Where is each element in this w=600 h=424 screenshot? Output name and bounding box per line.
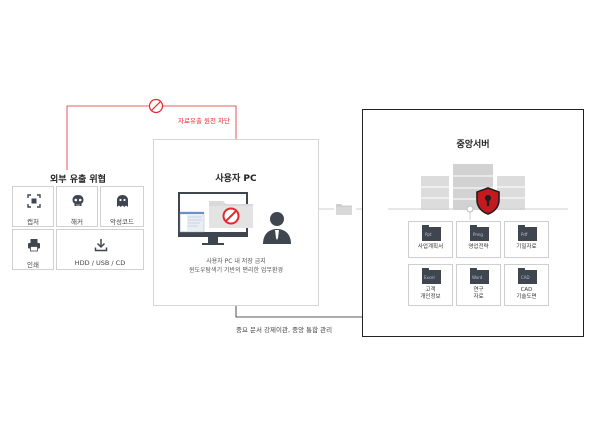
capture-icon: [27, 194, 41, 208]
doc-tag: Pdf: [521, 232, 528, 237]
blocked-label: 자료유출 원천 차단: [178, 117, 230, 125]
central-transfer-note: 중요 문서 강제이관, 중앙 통합 관리: [236, 326, 333, 334]
threat-label: 인쇄: [27, 261, 39, 269]
folder-icon: [470, 225, 489, 241]
threat-storage: HDD / USB / CD: [56, 229, 144, 270]
doc-tag: Ppt: [425, 232, 432, 237]
folder-icon: [422, 225, 441, 241]
server-rack-icon: [421, 164, 525, 210]
user-avatar-icon: [263, 212, 291, 244]
doc-label: 기밀자료: [516, 244, 537, 250]
folder-icon: [518, 268, 537, 284]
download-icon: [94, 239, 108, 252]
threat-malware: 악성코드: [100, 186, 144, 227]
doc-label: 연구: [473, 287, 484, 293]
doc-label-line2: 개인정보: [420, 294, 441, 300]
threat-label: 해커: [71, 218, 83, 226]
doc-label: 사업계획서: [417, 244, 444, 250]
doc-tag: Word: [472, 275, 483, 280]
doc-tag: Excel: [424, 275, 435, 280]
doc-research: Word 연구 자료: [456, 264, 501, 306]
threat-capture: 캡처: [12, 186, 54, 227]
threat-print: 인쇄: [12, 229, 54, 270]
doc-sales-strategy: Pnng 영업전략: [456, 221, 501, 258]
printer-icon: [28, 239, 40, 252]
doc-cad: CAD CAD 기술도면: [504, 264, 549, 306]
doc-label-line2: 기술도면: [516, 294, 537, 300]
user-pc-desc-line2: 윈도우탐색기 기반의 편리한 업무환경: [188, 267, 284, 274]
prohibited-icon: [148, 98, 164, 114]
folder-icon: [422, 268, 441, 284]
doc-label-line2: 자료: [473, 294, 484, 300]
folder-blocked-icon: [209, 201, 253, 228]
doc-label: 영업전략: [468, 244, 489, 250]
folder-icon: [518, 225, 537, 241]
user-pc-title: 사용자 PC: [215, 174, 257, 184]
skull-icon: [72, 195, 84, 206]
doc-business-plan: Ppt 사업계획서: [408, 221, 453, 258]
user-pc-desc-line1: 사용자 PC 내 저장 금지: [206, 258, 266, 265]
doc-tag: Pnng: [473, 232, 483, 237]
threat-label: HDD / USB / CD: [74, 259, 126, 267]
transfer-folder-icon: [336, 204, 352, 215]
threat-label: 캡처: [27, 218, 39, 226]
server-title: 중앙서버: [456, 140, 490, 150]
shield-lock-icon: [476, 187, 500, 215]
folder-icon: [470, 268, 489, 284]
doc-customer-info: Excel 고객 개인정보: [408, 264, 453, 306]
threat-label: 악성코드: [110, 218, 134, 226]
doc-label: 고객: [425, 287, 436, 293]
threats-title: 외부 유출 위협: [50, 175, 106, 185]
doc-confidential: Pdf 기밀자료: [504, 221, 549, 258]
server-network-lines: [388, 205, 568, 220]
doc-label: CAD: [520, 287, 533, 293]
doc-tag: CAD: [521, 275, 530, 280]
threat-hacker: 해커: [56, 186, 98, 227]
ghost-icon: [117, 195, 128, 207]
